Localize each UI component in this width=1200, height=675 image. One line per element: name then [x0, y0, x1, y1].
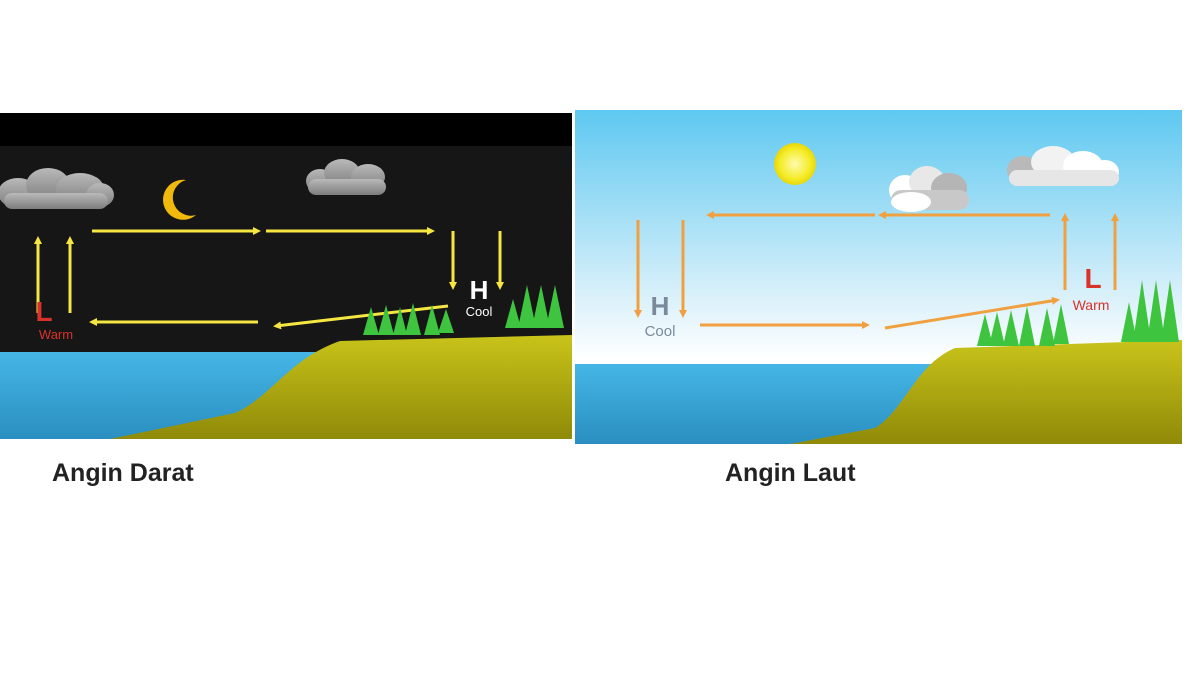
- sun-icon: [774, 143, 816, 185]
- sea-breeze-diagram: H Cool L Warm: [575, 110, 1182, 444]
- high-pressure-sub: Cool: [645, 323, 676, 340]
- cloud-icon: [889, 166, 969, 212]
- top-black-band: [0, 113, 572, 146]
- low-pressure-sub: Warm: [1073, 297, 1110, 313]
- circulation-arrows: [634, 211, 1119, 330]
- sea-breeze-caption: Angin Laut: [725, 459, 856, 487]
- cloud-icon: [0, 168, 114, 209]
- tree-icon: [363, 285, 564, 335]
- land-breeze-diagram: L Warm H Cool: [0, 113, 572, 439]
- high-pressure-label: H: [470, 275, 489, 305]
- land: [790, 340, 1182, 444]
- low-pressure-label: L: [35, 296, 52, 327]
- high-pressure-sub: Cool: [466, 304, 493, 319]
- tree-icon: [977, 280, 1179, 346]
- low-pressure-label: L: [1084, 263, 1101, 294]
- low-pressure-sub: Warm: [39, 327, 73, 342]
- high-pressure-label: H: [651, 291, 670, 321]
- moon-icon: [163, 179, 196, 220]
- cloud-icon: [306, 159, 386, 195]
- land-breeze-caption: Angin Darat: [52, 459, 194, 487]
- land: [110, 335, 572, 439]
- cloud-icon: [1007, 146, 1119, 186]
- circulation-arrows: [34, 227, 504, 330]
